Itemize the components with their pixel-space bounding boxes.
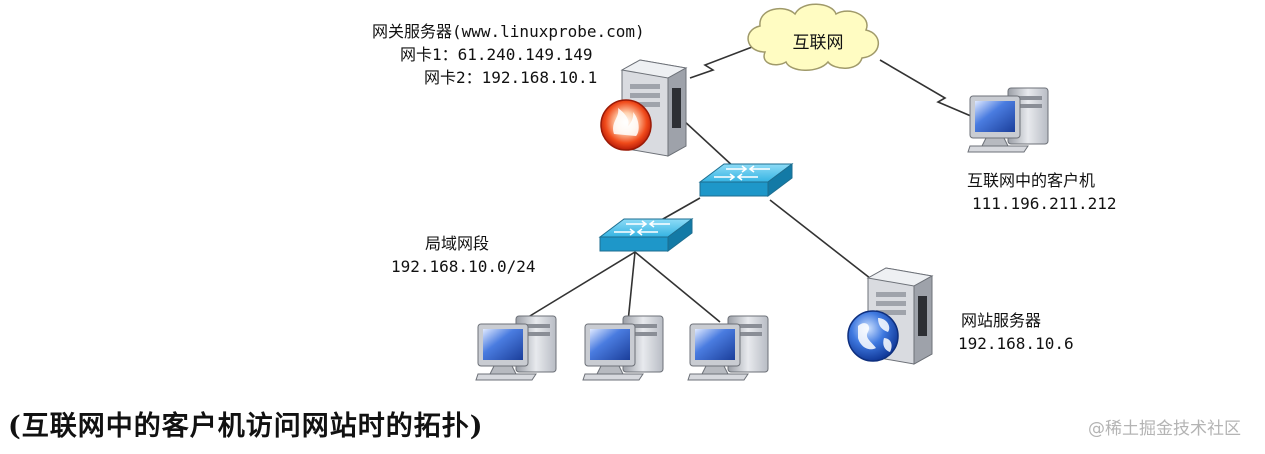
- client-ip: 111.196.211.212: [972, 194, 1117, 213]
- link-switch1-webserver: [769, 199, 876, 283]
- web-server-label: 网站服务器: [961, 311, 1042, 330]
- lan-switch-icon: [599, 218, 693, 252]
- watermark: @稀土掘金技术社区: [1088, 419, 1241, 439]
- lan-pc-icon: [582, 315, 664, 381]
- link-gateway-internet: [689, 43, 761, 79]
- lan-subnet: 192.168.10.0/24: [391, 257, 536, 276]
- lan-pc-icon: [687, 315, 769, 381]
- link-switch2-pc3: [634, 251, 721, 323]
- network-links: [519, 43, 986, 323]
- web-server-ip: 192.168.10.6: [958, 334, 1074, 353]
- core-switch-icon: [699, 163, 793, 197]
- client-label: 互联网中的客户机: [967, 171, 1096, 190]
- internet-label: 互联网: [792, 33, 844, 53]
- link-gateway-switch1: [682, 119, 736, 169]
- lan-label: 局域网段: [425, 234, 490, 253]
- gateway-nic2: 网卡2：192.168.10.1: [424, 68, 598, 87]
- firewall-icon: [600, 99, 652, 151]
- gateway-nic1: 网卡1：61.240.149.149: [400, 45, 593, 64]
- globe-icon: [847, 310, 899, 362]
- link-switch2-pc1: [519, 251, 636, 323]
- internet-cloud-icon: [747, 3, 879, 71]
- internet-client-pc-icon: [967, 87, 1049, 153]
- lan-pc-icon: [475, 315, 557, 381]
- gateway-title: 网关服务器(www.linuxprobe.com): [372, 22, 645, 41]
- figure-caption: (互联网中的客户机访问网站时的拓扑): [8, 411, 484, 442]
- link-internet-client: [879, 59, 986, 123]
- link-switch2-pc2: [627, 251, 636, 323]
